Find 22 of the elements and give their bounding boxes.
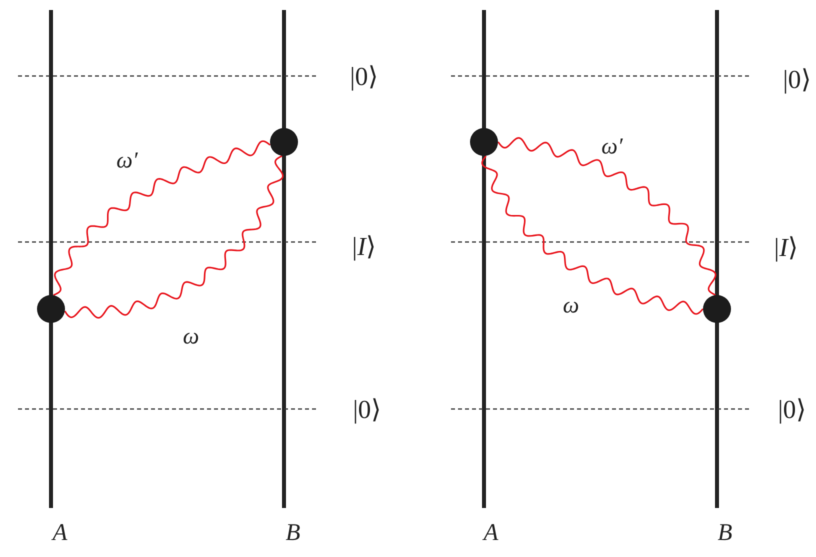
worldline-label: A — [52, 521, 68, 545]
vertex-dot — [470, 128, 498, 156]
edge-label: ω — [182, 324, 200, 348]
worldline-label: B — [718, 521, 732, 545]
edge-label: ω — [562, 294, 580, 316]
state-label: |0⟩ — [778, 397, 806, 423]
wavy-line — [64, 155, 284, 319]
state-label: |0⟩ — [352, 397, 382, 423]
state-label: |I⟩ — [352, 234, 376, 260]
state-label: |0⟩ — [350, 64, 378, 90]
wavy-line — [53, 140, 271, 296]
vertex-dot — [270, 128, 298, 156]
wavy-line — [481, 156, 704, 315]
worldline-label: B — [286, 521, 300, 545]
vertex-dot — [37, 295, 65, 323]
wavy-line — [498, 137, 716, 296]
state-label: |0⟩ — [782, 67, 812, 93]
vertex-dot — [703, 295, 731, 323]
state-label: |I⟩ — [774, 235, 798, 261]
worldline-label: A — [484, 521, 498, 545]
edge-label: ω′ — [601, 134, 623, 158]
edge-label: ω′ — [116, 148, 138, 172]
